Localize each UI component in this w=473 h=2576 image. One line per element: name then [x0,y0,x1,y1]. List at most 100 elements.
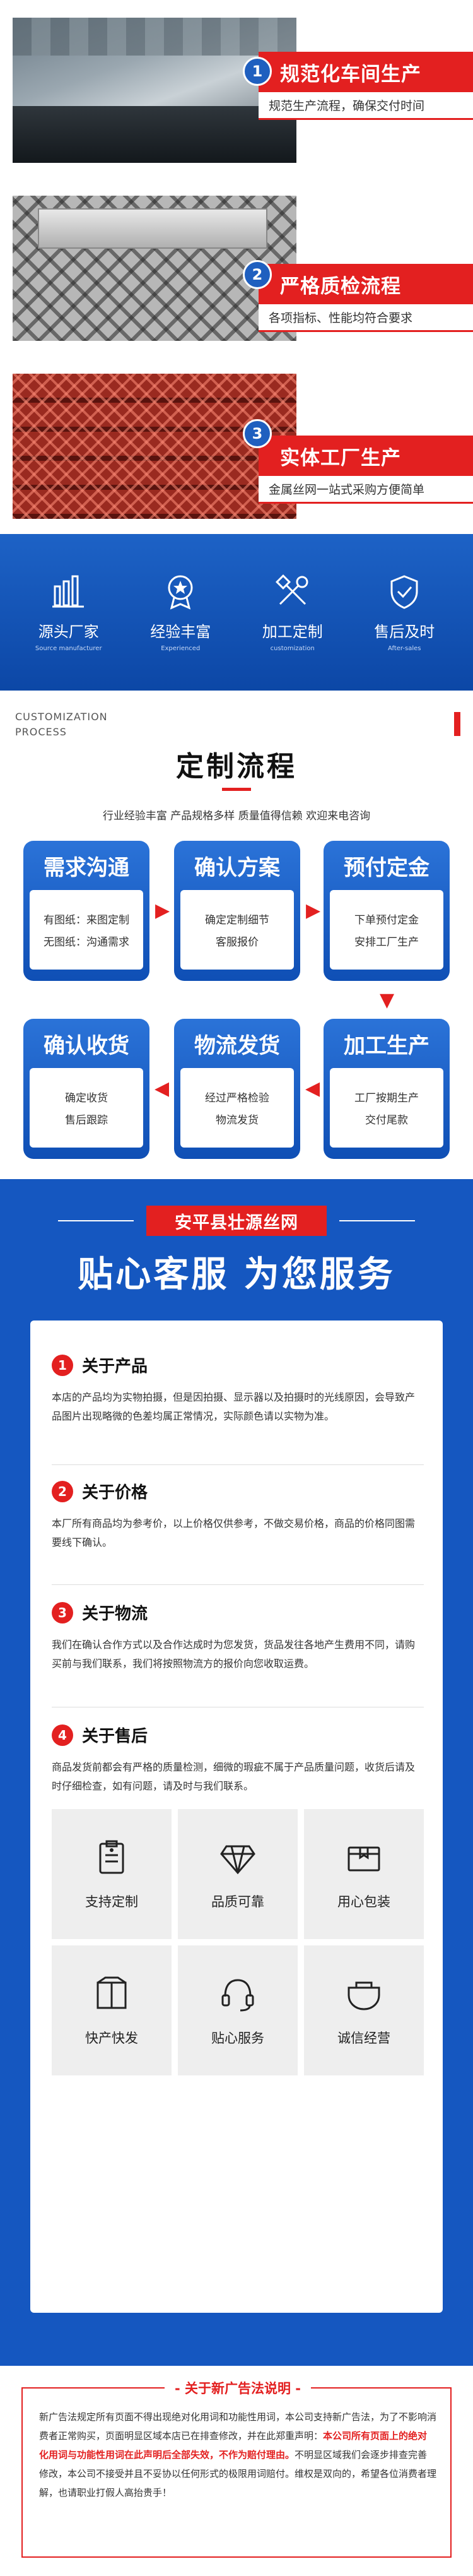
badge-star-icon [168,575,193,610]
about-logistics: 3 关于物流 我们在确认合作方式以及合作达成时为您发货，货品发往各地产生费用不同，… [52,1601,424,1673]
service-feature-grid: 支持定制 品质可靠 用心包装 快产快发 贴心服务 [52,1809,424,2075]
feature-title: 规范化车间生产 [280,62,421,86]
grid-integrity: 诚信经营 [304,1945,424,2075]
feature-subtitle-box: 规范生产流程，确保交付时间 [259,92,473,120]
about-aftersales: 4 关于售后 商品发货前都会有严格的质量检测，细微的瑕疵不属于产品质量问题，收货后… [52,1723,424,1796]
feature-number: 2 [243,260,272,289]
feature-title: 严格质检流程 [280,275,401,298]
feature-title-box: 规范化车间生产 [259,52,473,92]
section-number: 1 [52,1354,73,1376]
advantage-label: 售后及时 [374,623,435,641]
customization-process: CUSTOMIZATION PROCESS 定制流程 行业经验丰富 产品规格多样… [0,691,473,1179]
headset-icon [221,1979,254,2012]
company-banner: 安平县壮源丝网 [58,1206,415,1236]
arrow-left-icon: ◀ [305,1077,320,1100]
divider [52,1464,424,1465]
step-shipping: 物流发货 经过严格检验物流发货 [174,1019,300,1159]
advantage-strip: 源头厂家 Source manufacturer 经验丰富 Experience… [0,534,473,691]
advantage-sub: Source manufacturer [35,645,102,652]
grid-fast: 快产快发 [52,1945,172,2075]
step-title: 需求沟通 [44,855,129,881]
workshop-photo [13,18,296,163]
handshake-icon [347,1981,380,2010]
advantage-custom: 加工定制 customization [242,573,343,652]
step-title: 确认方案 [194,855,280,881]
grid-label: 快产快发 [85,2031,138,2046]
grid-label: 支持定制 [85,1894,138,1909]
about-price: 2 关于价格 本厂所有商品均为参考价，以上价格仅供参考，不做交易价格，商品的价格同… [52,1480,424,1552]
section-title: 关于物流 [82,1605,148,1623]
feature-title-box: 严格质检流程 [259,264,473,304]
advantage-label: 源头厂家 [38,623,99,641]
feature-subtitle: 各项指标、性能均符合要求 [269,311,413,325]
process-title: 定制流程 [176,751,297,783]
box-icon [96,1976,127,2009]
feature-subtitle-box: 金属丝网一站式采购方便简单 [259,476,473,504]
notice-text: 新广告法规定所有页面不得出现绝对化用词和功能性用词，本公司支持新广告法，为了不影… [39,2411,437,2498]
diamond-icon [220,1845,255,1875]
advantage-experience: 经验丰富 Experienced [130,573,231,652]
red-accent-bar [454,712,460,736]
advantage-label: 经验丰富 [150,623,211,641]
advantage-label: 加工定制 [262,623,323,641]
notice-box: - 关于新广告法说明 - 新广告法规定所有页面不得出现绝对化用词和功能性用词，本… [21,2381,452,2558]
grid-custom: 支持定制 [52,1809,172,1939]
tools-icon [275,574,308,605]
arrow-down-icon: ▼ [380,989,395,1011]
ad-law-notice: - 关于新广告法说明 - 新广告法规定所有页面不得出现绝对化用词和功能性用词，本… [0,2366,473,2576]
feature-subtitle: 规范生产流程，确保交付时间 [269,99,425,113]
grid-packaging: 用心包装 [304,1809,424,1939]
feature-factory: 3 实体工厂生产 金属丝网一站式采购方便简单 [0,356,473,534]
feature-subtitle-box: 各项指标、性能均符合要求 [259,304,473,332]
advantage-aftersales: 售后及时 After-sales [354,573,455,652]
grid-label: 用心包装 [337,1894,390,1909]
section-text: 商品发货前都会有严格的质量检测，细微的瑕疵不属于产品质量问题，收货后请及时仔细检… [52,1761,416,1792]
arrow-right-icon: ▶ [155,899,170,922]
feature-number: 3 [243,419,272,448]
feature-number: 1 [243,57,272,86]
section-number: 3 [52,1601,73,1623]
step-title: 物流发货 [194,1033,280,1059]
factory-icon [52,575,84,608]
step-requirement: 需求沟通 有图纸：来图定制无图纸：沟通需求 [23,841,149,981]
grid-label: 品质可靠 [211,1894,264,1909]
feature-quality: 2 严格质检流程 各项指标、性能均符合要求 [0,178,473,356]
service-title: 贴心客服 为您服务 [78,1254,395,1295]
process-english-title: CUSTOMIZATION PROCESS [15,711,108,738]
shield-check-icon [390,575,418,609]
arrow-left-icon: ◀ [155,1077,170,1100]
section-title: 关于价格 [82,1483,148,1502]
section-number: 4 [52,1724,73,1746]
advantage-sub: customization [270,645,315,652]
feature-subtitle: 金属丝网一站式采购方便简单 [269,483,425,497]
feature-title-box: 实体工厂生产 [259,436,473,476]
package-icon [347,1846,380,1872]
section-title: 关于售后 [82,1727,148,1746]
section-text: 我们在确认合作方式以及合作达成时为您发货，货品发往各地产生费用不同，请购买前与我… [52,1639,416,1670]
step-receipt: 确认收货 确定收货售后跟踪 [23,1019,149,1159]
section-text: 本厂所有商品均为参考价，以上价格仅供参考，不做交易价格，商品的价格同图需要线下确… [52,1517,416,1548]
step-title: 确认收货 [44,1033,129,1059]
section-number: 2 [52,1480,73,1502]
step-title: 加工生产 [344,1033,429,1059]
step-deposit: 预付定金 下单预付定金安排工厂生产 [324,841,450,981]
process-tags: 行业经验丰富 产品规格多样 质量值得信赖 欢迎来电咨询 [102,810,371,822]
advantage-sub: After-sales [388,645,421,652]
title-underline [222,788,251,791]
arrow-right-icon: ▶ [306,899,321,922]
section-text: 本店的产品均为实物拍摄，但是因拍摄、显示器以及拍摄时的光线原因，会导致产品图片出… [52,1391,416,1422]
grid-quality: 品质可靠 [178,1809,298,1939]
step-confirm-plan: 确认方案 确定定制细节客服报价 [174,841,300,981]
grid-service: 贴心服务 [178,1945,298,2075]
grid-label: 诚信经营 [337,2031,390,2046]
factory-mesh-photo [13,374,296,519]
feature-workshop: 1 规范化车间生产 规范生产流程，确保交付时间 [0,0,473,178]
advantage-source: 源头厂家 Source manufacturer [18,573,119,652]
feature-title: 实体工厂生产 [280,446,401,470]
clipboard-icon [99,1840,124,1874]
advantage-sub: Experienced [161,645,201,652]
